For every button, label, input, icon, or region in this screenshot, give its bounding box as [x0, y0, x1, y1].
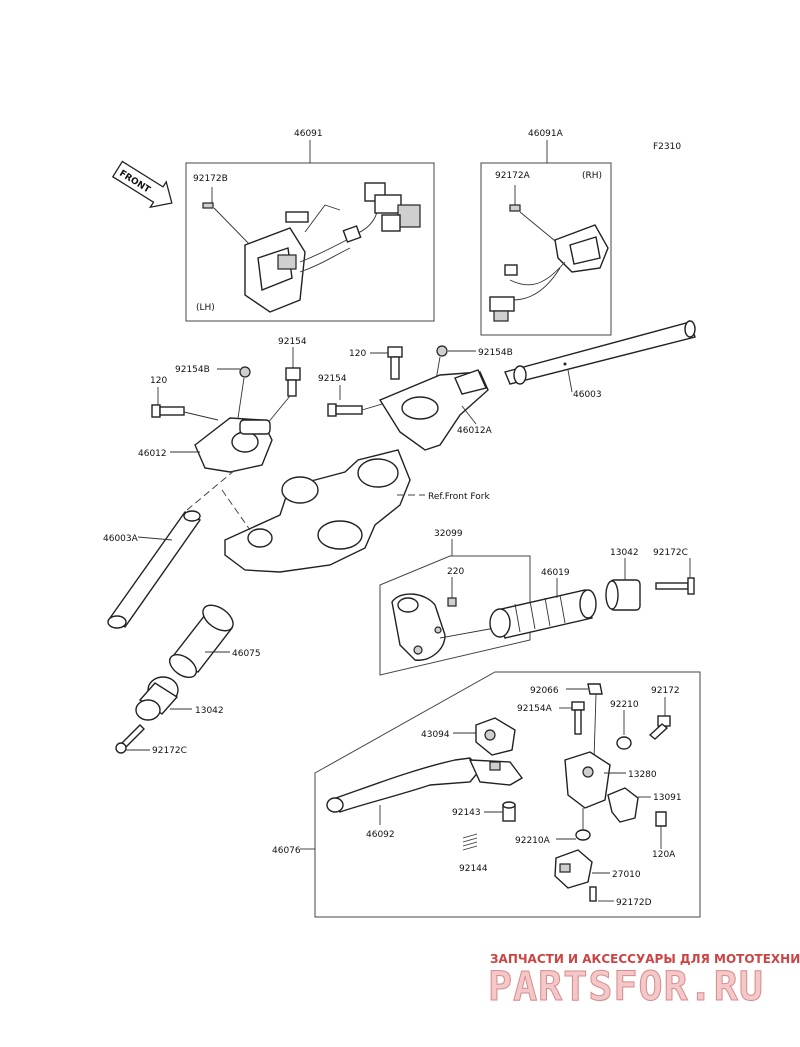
holder-13280	[564, 751, 611, 809]
label-120-top: 120	[349, 349, 366, 359]
clamp-46012A	[378, 369, 489, 451]
label-92144: 92144	[459, 864, 488, 874]
label-46012A: 46012A	[457, 426, 493, 436]
label-92172: 92172	[651, 686, 680, 696]
label-46003A: 46003A	[103, 534, 139, 544]
label-13042-right: 13042	[610, 548, 639, 558]
label-lh: (LH)	[196, 303, 215, 313]
label-ref-front-fork: Ref.Front Fork	[428, 492, 490, 502]
handlebar-46003A	[107, 510, 202, 629]
label-13091: 13091	[653, 793, 682, 803]
label-92172C-left: 92172C	[152, 746, 187, 756]
label-92066: 92066	[530, 686, 559, 696]
label-46092: 46092	[366, 830, 395, 840]
cap-92066	[587, 683, 603, 695]
label-43094: 43094	[421, 730, 450, 740]
label-27010: 27010	[612, 870, 641, 880]
screw-92172	[648, 715, 671, 740]
watermark-tagline: ЗАПЧАСТИ И АКСЕССУАРЫ ДЛЯ МОТОТЕХНИКИ	[490, 952, 800, 966]
switch-27010	[554, 849, 593, 889]
screw-120A	[655, 811, 667, 827]
clamp-13091	[607, 787, 639, 823]
figure-code: F2310	[653, 142, 681, 152]
label-92154-top: 92154	[278, 337, 307, 347]
screw-92172D	[589, 886, 597, 902]
label-46019: 46019	[541, 568, 570, 578]
label-46076: 46076	[272, 846, 301, 856]
screw-92172C-left	[115, 724, 145, 754]
label-220: 220	[447, 567, 464, 577]
screw-220	[447, 597, 457, 607]
clamp-46012	[194, 417, 273, 473]
front-marker: FRONT	[111, 160, 173, 209]
bolt-120-top	[387, 346, 403, 358]
label-92154B-left: 92154B	[175, 365, 210, 375]
spring-92144	[462, 833, 478, 851]
lh-switch-assembly	[202, 182, 421, 313]
screw-92172C-right	[655, 577, 695, 595]
bushing-92143	[502, 801, 516, 822]
throttle-housing	[391, 593, 446, 661]
label-120-left: 120	[150, 376, 167, 386]
label-92154A: 92154A	[517, 704, 553, 714]
bar-end-weight-13042-right	[605, 579, 641, 611]
label-46075: 46075	[232, 649, 261, 659]
bar-end-weight-13042-left	[135, 676, 179, 721]
lever-box	[314, 671, 701, 918]
rh-switch-assembly	[489, 185, 609, 322]
label-92210A: 92210A	[515, 836, 551, 846]
throttle-box	[379, 555, 531, 676]
lever-46092	[326, 757, 524, 813]
handlebar-46003	[504, 320, 696, 385]
bolt-92154-top	[285, 367, 301, 397]
bolt-120-left	[151, 404, 185, 418]
adjuster-43094	[475, 717, 516, 756]
label-13042-left: 13042	[195, 706, 224, 716]
label-92172B: 92172B	[193, 174, 228, 184]
label-46012: 46012	[138, 449, 167, 459]
label-46091A: 46091A	[528, 129, 564, 139]
bolt-92154A	[571, 701, 585, 735]
grip-46075	[168, 604, 234, 679]
label-13280: 13280	[628, 770, 657, 780]
top-bridge	[224, 449, 411, 573]
label-rh: (RH)	[582, 171, 602, 181]
washer-92210	[616, 736, 632, 750]
label-46091: 46091	[294, 129, 323, 139]
nut-92210A	[575, 829, 591, 841]
label-92154B-right: 92154B	[478, 348, 513, 358]
rh-switch-box	[480, 162, 612, 336]
label-92143: 92143	[452, 808, 481, 818]
label-46003: 46003	[573, 390, 602, 400]
label-92172A: 92172A	[495, 171, 531, 181]
watermark-brand: PARTSFOR.RU	[488, 964, 764, 1010]
nut-92154B-top	[436, 345, 448, 357]
label-92172D: 92172D	[616, 898, 652, 908]
lh-switch-box	[185, 162, 435, 322]
bolt-92154-mid	[327, 403, 363, 417]
label-32099: 32099	[434, 529, 463, 539]
label-92172C-right: 92172C	[653, 548, 688, 558]
label-92210: 92210	[610, 700, 639, 710]
throttle-grip-46019	[489, 589, 597, 639]
nut-92154B-left	[239, 366, 251, 378]
label-120A: 120A	[652, 850, 676, 860]
label-92154-mid: 92154	[318, 374, 347, 384]
